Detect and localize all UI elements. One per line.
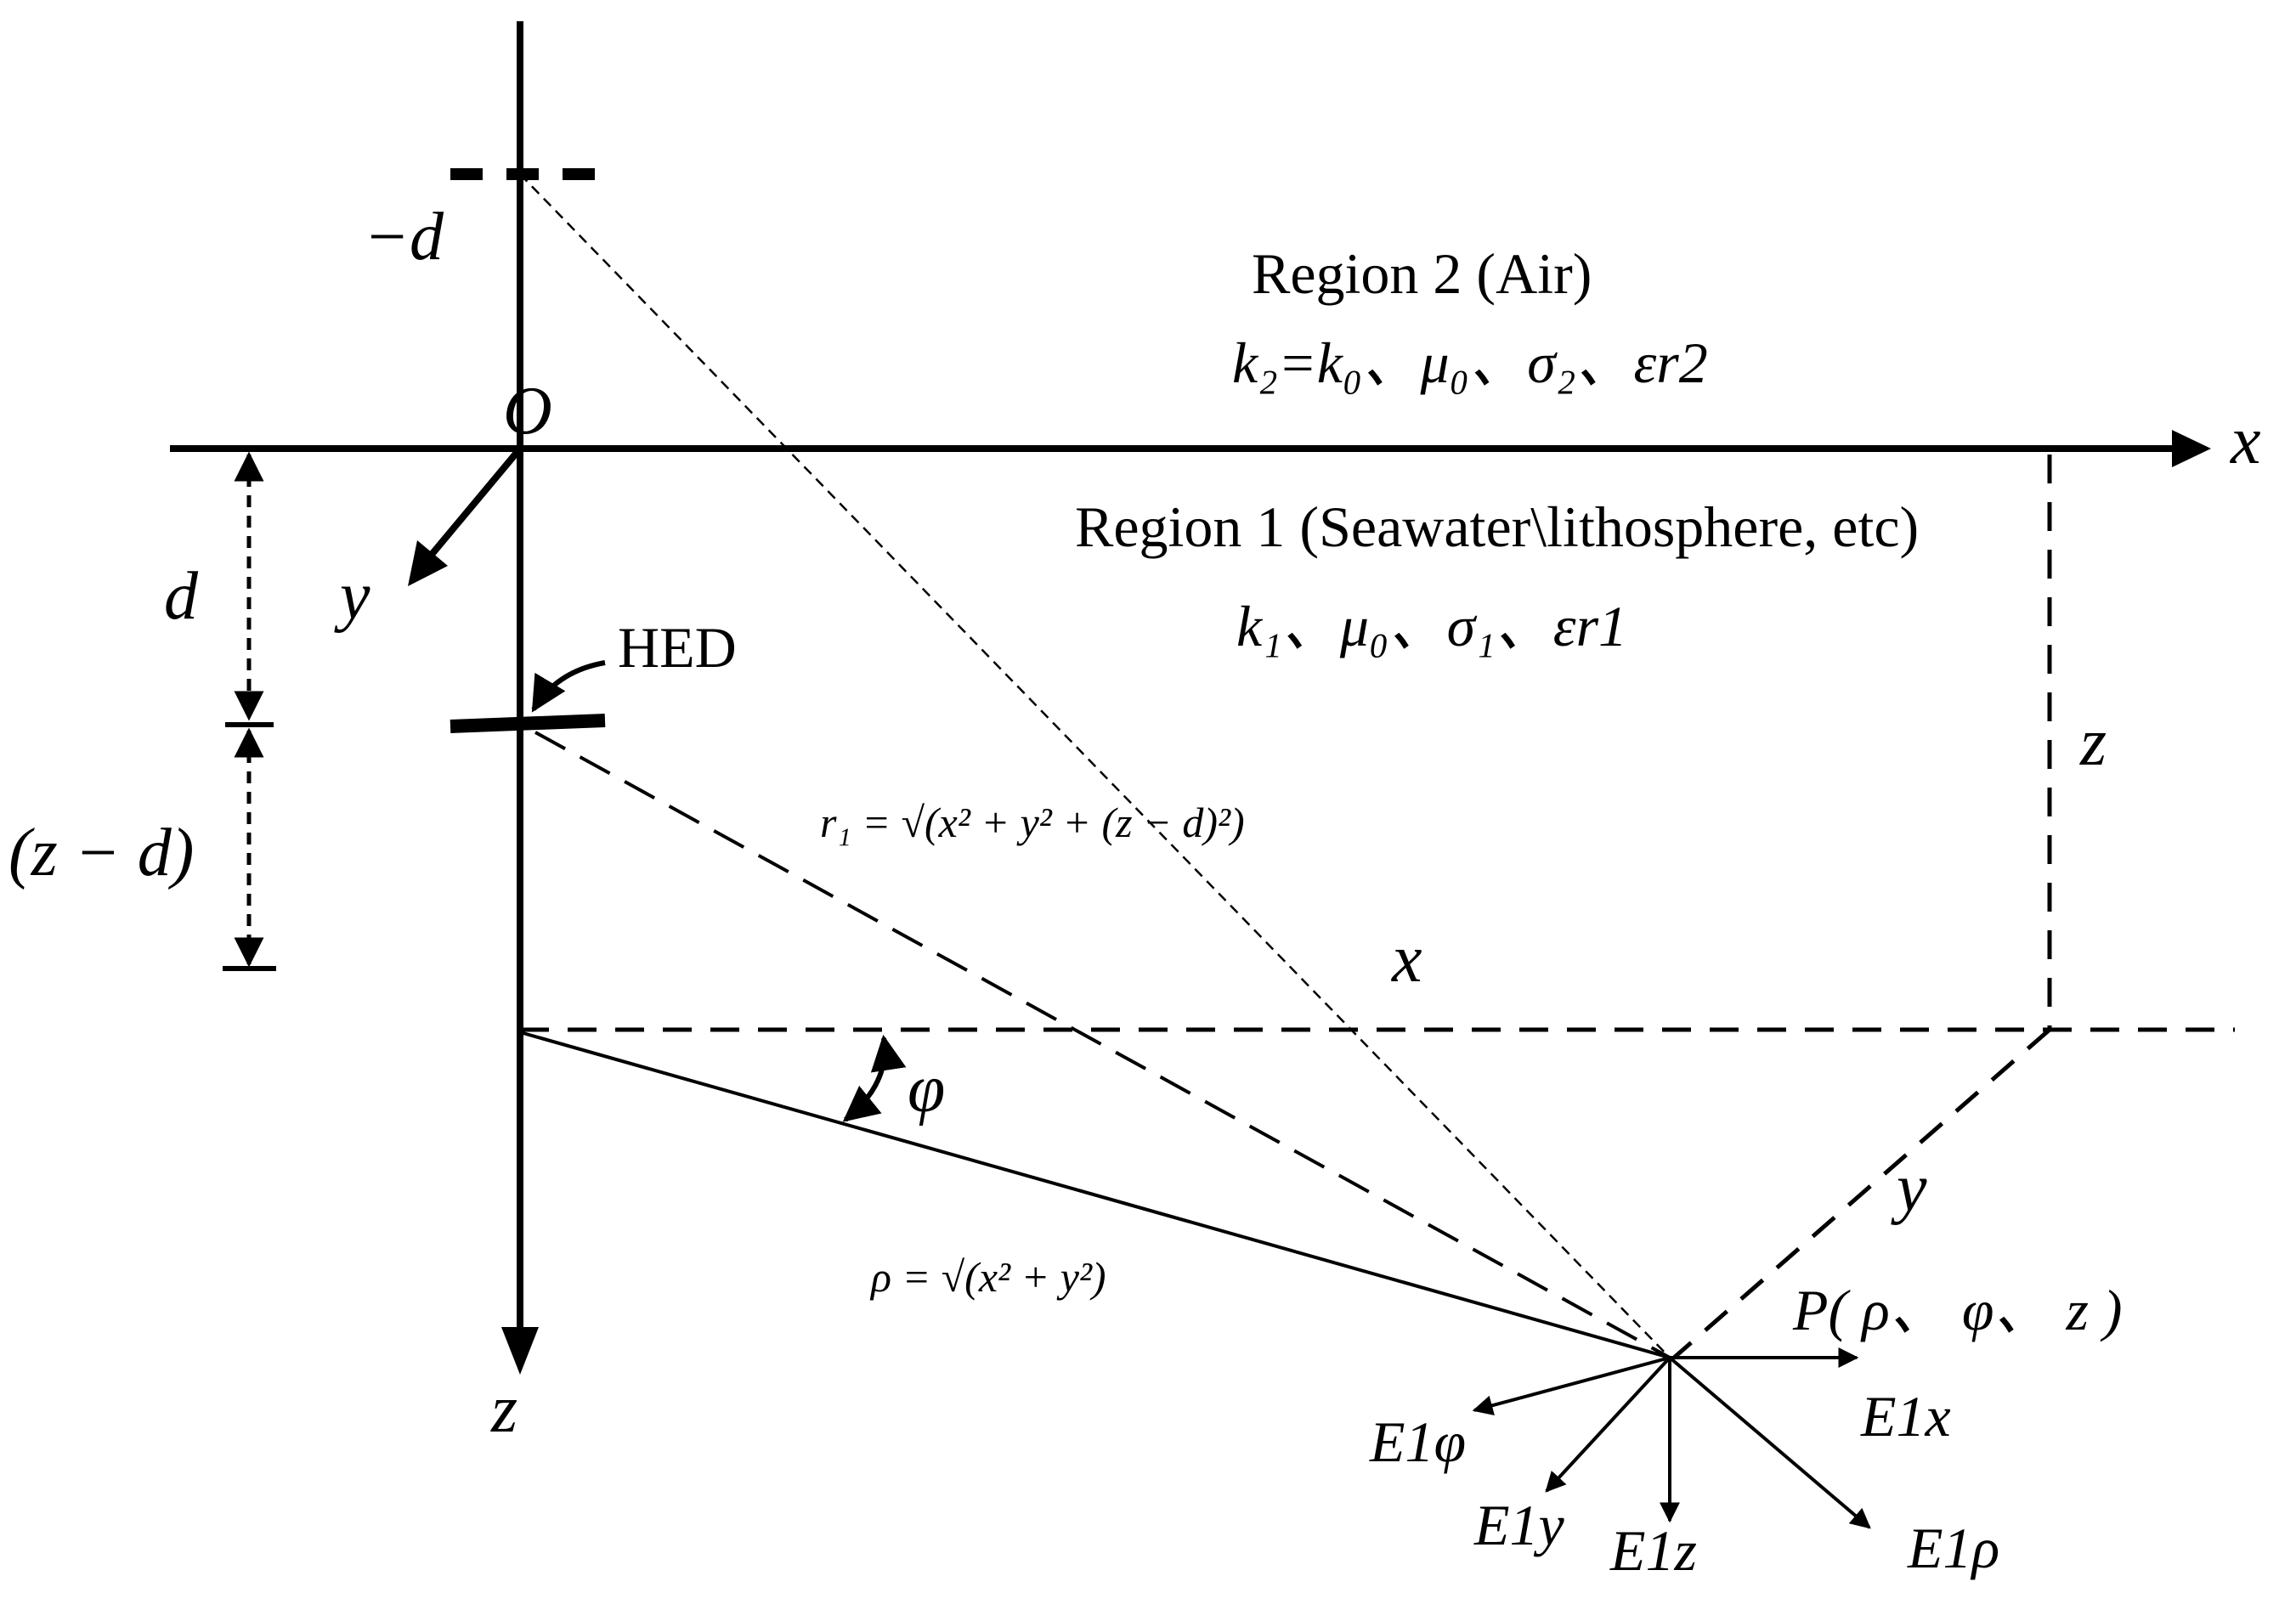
phi-angle-arc [842, 1034, 907, 1122]
point-p-label: P( ρ、 φ、 z ) [1792, 1278, 2123, 1342]
region1-params: k₁、μ₀、σ₁、εr1 [1236, 594, 1627, 658]
neg-d-label: −d [364, 200, 444, 274]
y-diagonal-label: y [1891, 1151, 1927, 1226]
rho-line [519, 1031, 1671, 1359]
e1rho-label: E1ρ [1907, 1516, 1999, 1580]
x-axis-arrowhead [2172, 430, 2211, 467]
x-mid-label: x [1391, 922, 1422, 997]
r1-formula: r₁ = √(x² + y² + (z − d)²) [820, 799, 1245, 846]
z-right-label: z [2079, 705, 2107, 780]
e1rho-vector [1668, 1356, 1871, 1529]
rho-formula: ρ = √(x² + y²) [869, 1253, 1106, 1301]
e1x-label: E1x [1860, 1384, 1951, 1449]
x-axis-label: x [2230, 404, 2261, 478]
region2-title: Region 2 (Air) [1252, 241, 1592, 306]
hed-dipole [450, 714, 606, 733]
z-axis-label: z [490, 1372, 517, 1447]
z-minus-d-label: (z − d) [8, 816, 194, 890]
e1y-label: E1y [1473, 1493, 1565, 1557]
hed-label: HED [618, 615, 737, 680]
e1y-vector [1545, 1356, 1671, 1493]
y-axis-line [427, 446, 523, 559]
y-axis-arrowhead [408, 540, 448, 586]
region2-params: k₂=k₀、μ₀、σ₂、εr2 [1232, 330, 1708, 395]
r1-line [534, 731, 1671, 1359]
region1-title: Region 1 (Seawater\lithosphere, etc) [1075, 494, 1919, 559]
z-axis-arrowhead [501, 1327, 539, 1375]
image-distance-line [519, 173, 1671, 1358]
e1z-label: E1z [1609, 1518, 1697, 1583]
hed-pointer [531, 660, 606, 713]
e1phi-vector [1472, 1356, 1671, 1415]
y-diagonal-dashed [1672, 1028, 2051, 1359]
e1phi-label: E1φ [1369, 1409, 1466, 1474]
d-label: d [164, 559, 199, 634]
y-axis-label: y [334, 559, 370, 634]
phi-label: φ [908, 1052, 945, 1127]
origin-label: O [503, 374, 552, 449]
